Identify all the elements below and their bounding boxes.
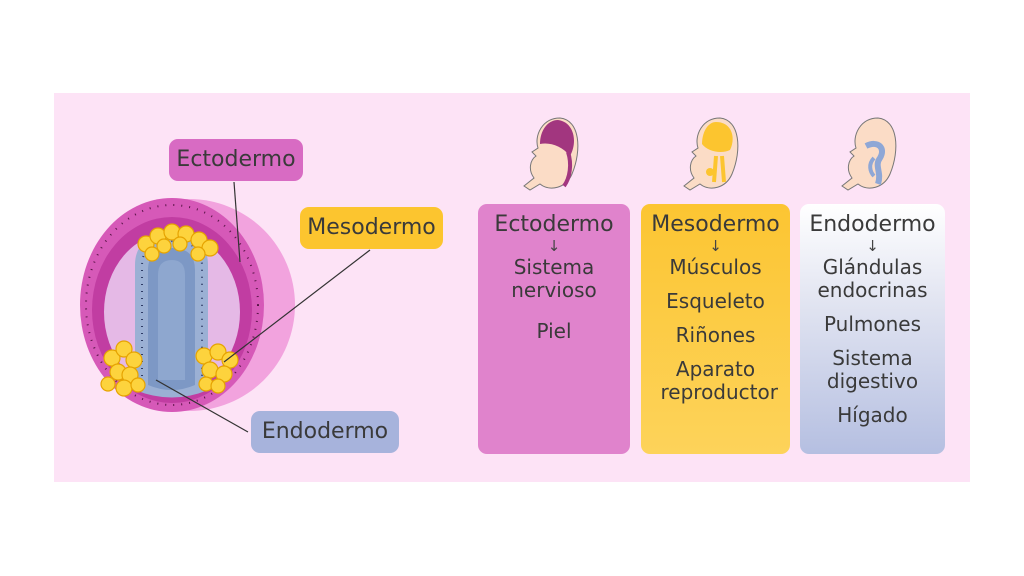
label-ectodermo: Ectodermo (169, 139, 303, 181)
column-endodermo: Endodermo ↓ Glándulas endocrinas Pulmone… (800, 204, 945, 454)
embryo-endodermo-icon (841, 117, 897, 191)
list-item: Pulmones (823, 312, 922, 336)
column-ectodermo: Ectodermo ↓ Sistema nervioso Piel (478, 204, 630, 454)
mesodermo-leader-line (223, 249, 371, 363)
embryo-mesodermo-icon (683, 117, 739, 191)
down-arrow-icon: ↓ (709, 237, 722, 255)
embryo-ectodermo-icon (523, 117, 579, 191)
label-endodermo: Endodermo (251, 411, 399, 453)
column-mesodermo: Mesodermo ↓ Músculos Esqueleto Riñones A… (641, 204, 790, 454)
gastrula-illustration (80, 198, 295, 412)
list-item: Piel (536, 319, 572, 343)
column-title: Endodermo (809, 212, 936, 237)
list-item: Sistema digestivo (826, 346, 919, 393)
down-arrow-icon: ↓ (866, 237, 879, 255)
ectodermo-leader-line (233, 181, 241, 263)
list-item: Riñones (675, 323, 756, 347)
label-mesodermo: Mesodermo (300, 207, 443, 249)
list-item: Hígado (837, 403, 908, 427)
list-item: Sistema nervioso (511, 255, 597, 302)
column-title: Mesodermo (651, 212, 780, 237)
list-item: Esqueleto (666, 289, 765, 313)
down-arrow-icon: ↓ (547, 237, 561, 255)
column-title: Ectodermo (494, 212, 614, 237)
list-item: Aparato reproductor (660, 357, 778, 404)
endodermo-leader-line (155, 379, 249, 433)
list-item: Músculos (669, 255, 762, 279)
list-item: Glándulas endocrinas (817, 255, 928, 302)
